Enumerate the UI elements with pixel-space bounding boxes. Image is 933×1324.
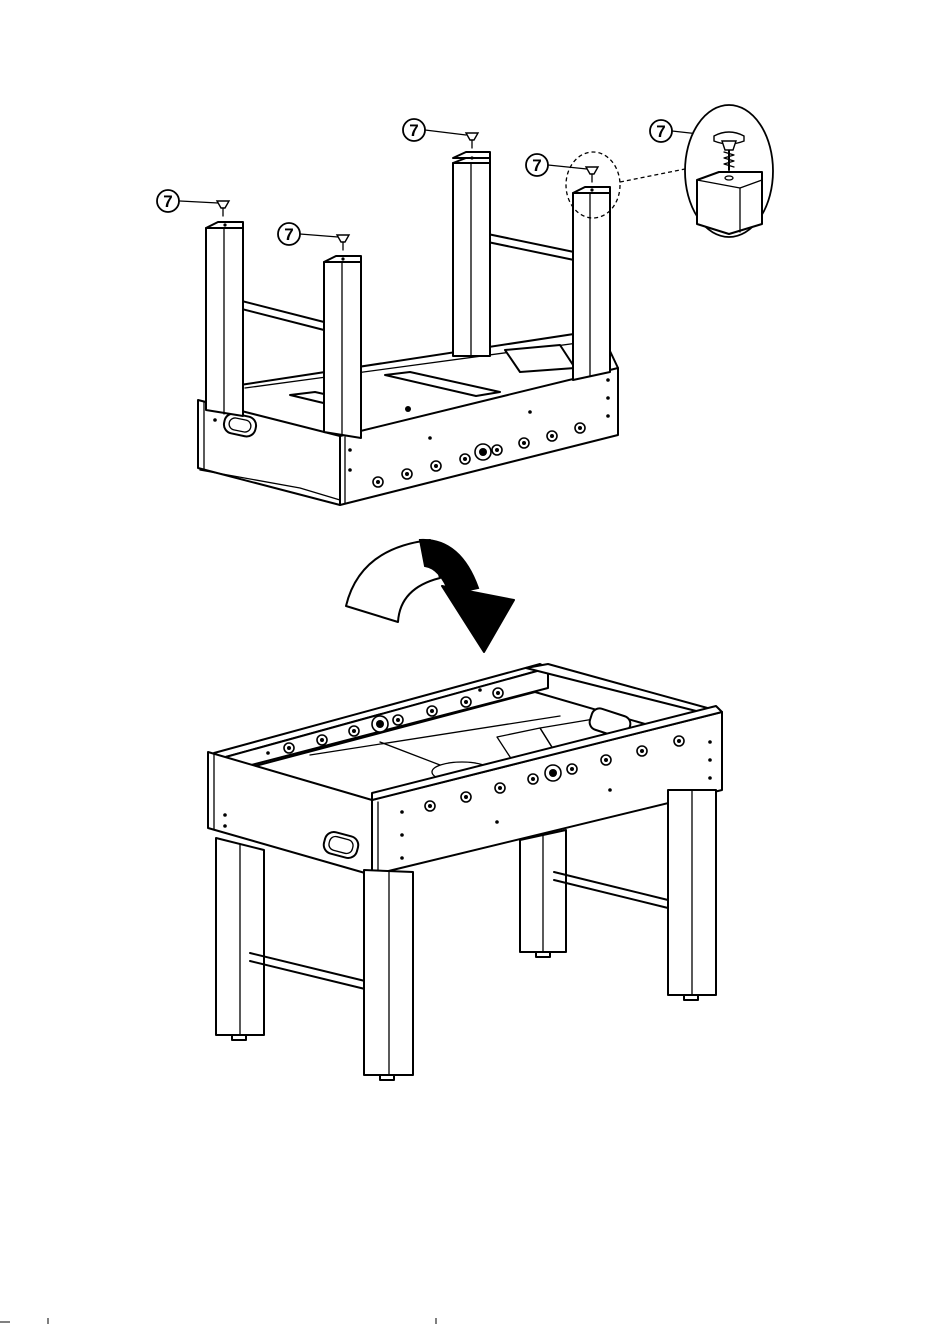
- leveling-foot-parts: [217, 133, 598, 250]
- flip-arrow-icon: [346, 540, 514, 652]
- upright-table: [208, 664, 722, 1080]
- svg-text:7: 7: [532, 156, 541, 175]
- part-callout-5: 7: [650, 120, 672, 142]
- svg-text:7: 7: [409, 121, 418, 140]
- part-callout-4: 7: [526, 154, 548, 176]
- svg-text:7: 7: [284, 225, 293, 244]
- part-callout-3: 7: [403, 119, 425, 141]
- svg-text:7: 7: [656, 122, 665, 141]
- part-callout-2: 7: [278, 223, 300, 245]
- part-callout-1: 7: [157, 190, 179, 212]
- upside-down-table: 7 7 7 7 7: [157, 105, 773, 505]
- svg-text:7: 7: [163, 192, 172, 211]
- detail-view-leveling-foot: [685, 105, 773, 237]
